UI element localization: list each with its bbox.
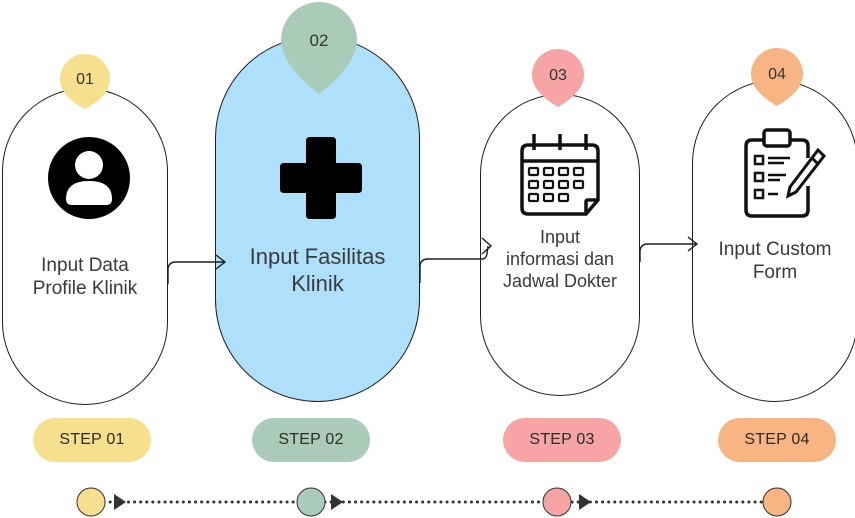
calendar-icon bbox=[520, 134, 600, 216]
card-label-4-line-2: Form bbox=[752, 262, 798, 284]
step-marker-2: 02 bbox=[281, 2, 357, 94]
connector-arrow-1 bbox=[167, 254, 227, 284]
card-label-1: Input Data Profile Klinik bbox=[5, 254, 165, 300]
marker-4-number: 04 bbox=[768, 66, 786, 83]
marker-4-shape bbox=[751, 48, 803, 106]
step-pill-3: STEP 03 bbox=[503, 418, 621, 462]
connector-arrow-3 bbox=[639, 236, 699, 262]
timeline-dot-1 bbox=[76, 487, 106, 517]
timeline-dot-4 bbox=[762, 487, 792, 517]
clipboard-checklist-icon bbox=[744, 128, 826, 218]
step-marker-1: 01 bbox=[60, 54, 110, 109]
timeline-dot-3 bbox=[542, 487, 572, 517]
step-marker-3: 03 bbox=[532, 49, 584, 107]
card-label-2-line-2: Klinik bbox=[291, 270, 344, 296]
card-label-3: Input informasi dan Jadwal Dokter bbox=[482, 227, 638, 293]
card-label-4-line-1: Input Custom bbox=[718, 239, 832, 260]
card-label-3-line-3: Jadwal Dokter bbox=[502, 270, 618, 291]
card-label-3-line-2: informasi dan bbox=[505, 248, 615, 269]
timeline bbox=[76, 487, 792, 517]
timeline-arrow-1 bbox=[114, 494, 126, 510]
step-pill-2: STEP 02 bbox=[252, 418, 370, 462]
timeline-arrow-3 bbox=[579, 494, 591, 510]
step-marker-4: 04 bbox=[751, 48, 803, 106]
step-pill-1: STEP 01 bbox=[33, 418, 151, 462]
card-step-4 bbox=[692, 80, 855, 402]
marker-2-shape bbox=[281, 2, 357, 94]
step-pill-4: STEP 04 bbox=[718, 418, 836, 462]
card-label-4: Input Custom Form bbox=[695, 238, 855, 284]
card-label-1-line-2: Profile Klinik bbox=[32, 278, 138, 300]
connector-arrow-2 bbox=[419, 237, 493, 283]
timeline-dot-2 bbox=[296, 487, 326, 517]
marker-3-shape bbox=[532, 49, 584, 107]
marker-1-shape bbox=[60, 54, 110, 109]
marker-3-number: 03 bbox=[549, 67, 567, 84]
card-label-1-line-1: Input Data bbox=[41, 255, 129, 276]
marker-1-number: 01 bbox=[76, 71, 94, 88]
medical-cross-icon bbox=[280, 137, 362, 219]
timeline-arrow-2 bbox=[331, 494, 343, 510]
card-label-2: Input Fasilitas Klinik bbox=[215, 244, 420, 298]
card-label-3-line-1: Input bbox=[539, 227, 581, 247]
card-label-2-line-1: Input Fasilitas bbox=[249, 244, 386, 269]
user-profile-icon bbox=[48, 137, 130, 219]
marker-2-number: 02 bbox=[310, 31, 329, 50]
